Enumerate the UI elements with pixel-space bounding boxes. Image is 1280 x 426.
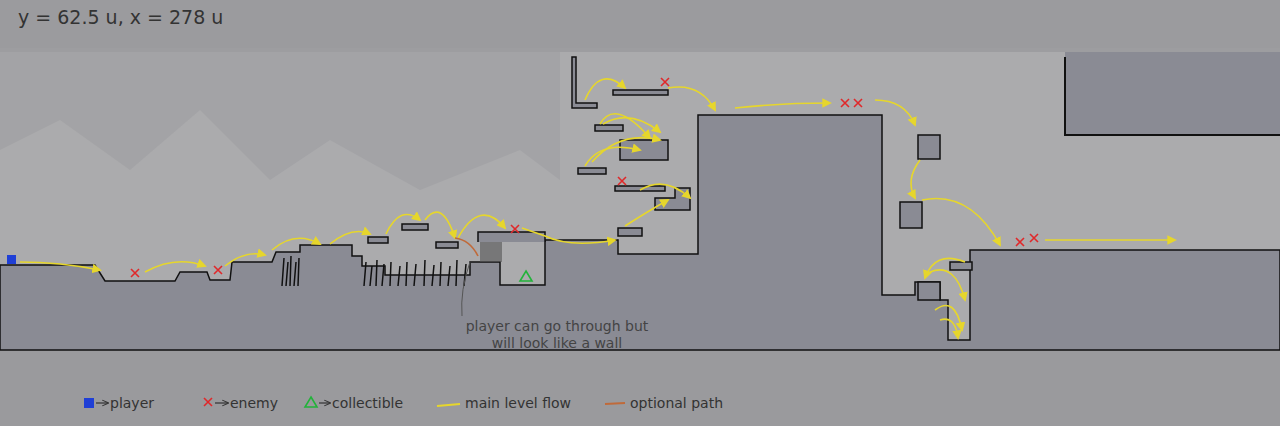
legend-item: collectible (332, 395, 403, 411)
legend-text: collectible (332, 395, 403, 411)
top-band (0, 0, 1280, 48)
bottom-band (0, 350, 1280, 426)
legend-item: main level flow (465, 395, 571, 411)
cave-shading (0, 52, 560, 190)
legend-text: main level flow (465, 395, 571, 411)
player (7, 255, 16, 264)
legend-item: optional path (630, 395, 723, 411)
ceiling-outline (1065, 57, 1280, 135)
leader-line (462, 262, 470, 316)
legend-item: player (84, 395, 154, 411)
fake-wall (480, 242, 502, 262)
legend-text: player (110, 395, 154, 411)
spikes (282, 256, 466, 286)
enemies (131, 78, 1038, 277)
optional-path (455, 238, 478, 256)
ground (0, 115, 1280, 350)
collectible (520, 271, 532, 281)
legend-text: enemy (230, 395, 278, 411)
legend-item: enemy (230, 395, 278, 411)
level-sky (0, 52, 1280, 350)
design-note: player can go through but will look like… (452, 318, 662, 352)
legend-swatch (84, 398, 94, 408)
ceiling-block (1065, 52, 1280, 135)
legend-text: optional path (630, 395, 723, 411)
platforms (368, 57, 972, 300)
main-flow (20, 79, 1175, 338)
coordinates-note: y = 62.5 u, x = 278 u (18, 6, 358, 29)
